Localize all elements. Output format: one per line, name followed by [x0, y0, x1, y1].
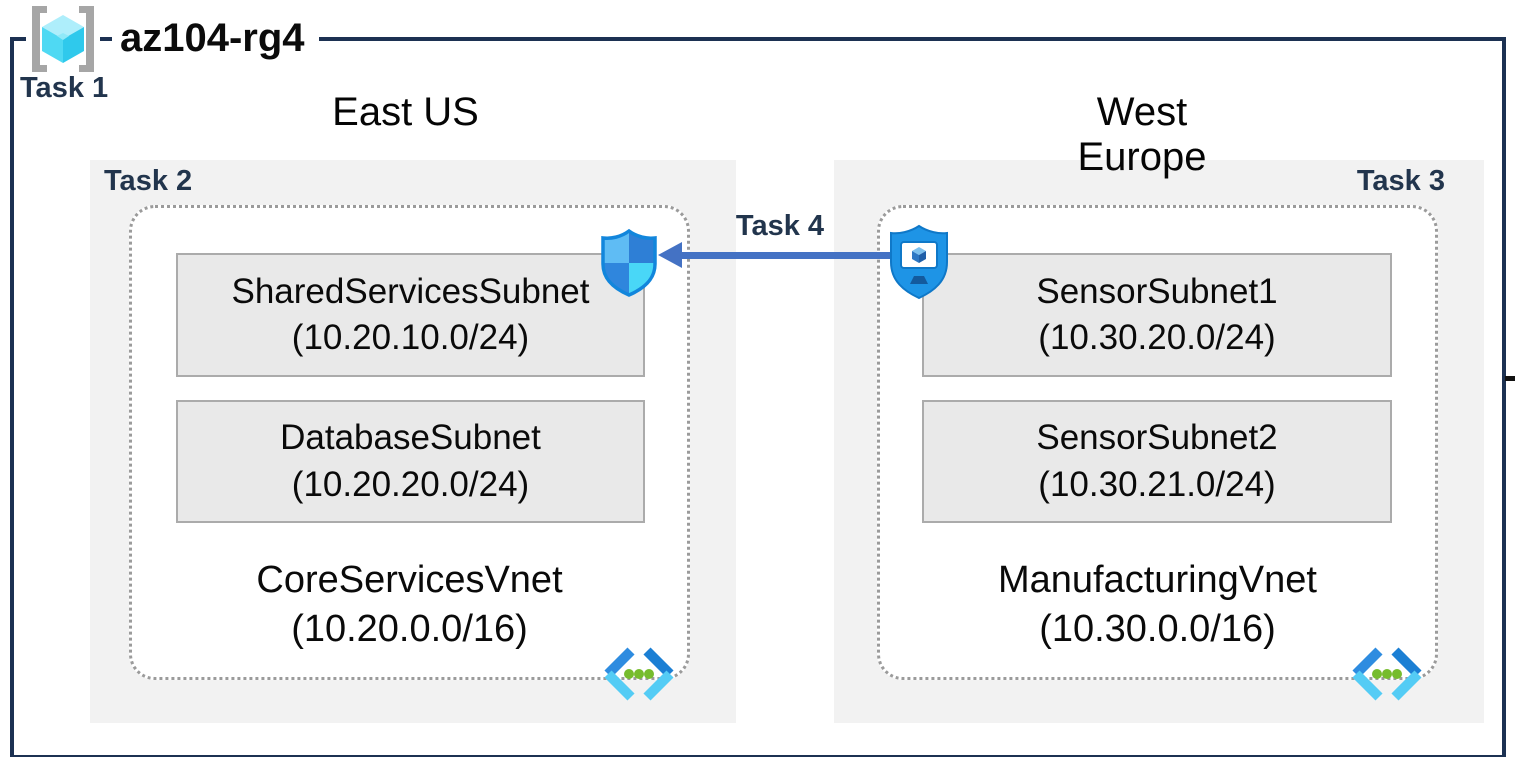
task1-label: Task 1: [20, 72, 109, 104]
subnet-cidr: (10.30.20.0/24): [1038, 318, 1276, 357]
asg-shield-monitor-icon: [888, 224, 950, 313]
subnet-cidr: (10.20.20.0/24): [291, 464, 530, 504]
task2-label: Task 2: [104, 165, 193, 197]
nsg-shield-icon: [600, 228, 658, 303]
vnet-brackets-icon: [601, 644, 677, 711]
region-title-west-europe: West Europe: [1077, 90, 1207, 179]
edge-dash-mark: [1505, 376, 1515, 381]
vnet-name: ManufacturingVnet: [998, 559, 1317, 601]
subnet-name: DatabaseSubnet: [280, 418, 541, 458]
vnet-label-manufacturing: ManufacturingVnet (10.30.0.0/16): [877, 556, 1438, 653]
subnet-sensor1: SensorSubnet1 (10.30.20.0/24): [922, 253, 1392, 377]
resource-group-icon-svg: [32, 6, 94, 72]
resource-group-title: az104-rg4: [112, 16, 319, 64]
subnet-name: SensorSubnet2: [1036, 418, 1278, 458]
subnet-name: SharedServicesSubnet: [231, 271, 590, 311]
vnet-brackets-icon: [1349, 644, 1425, 711]
vnet-name: CoreServicesVnet: [256, 559, 563, 601]
subnet-name: SensorSubnet1: [1036, 271, 1278, 311]
subnet-cidr: (10.30.21.0/24): [1038, 464, 1276, 504]
region-title-east-us: East US: [332, 90, 479, 134]
vnet-cidr: (10.30.0.0/16): [1039, 607, 1276, 650]
task4-label: Task 4: [735, 210, 825, 242]
subnet-database: DatabaseSubnet (10.20.20.0/24): [176, 400, 645, 523]
peering-arrow-head: [658, 242, 682, 268]
task3-label: Task 3: [1356, 165, 1445, 197]
vnet-cidr: (10.20.0.0/16): [291, 607, 528, 650]
peering-arrow-line: [680, 252, 890, 259]
subnet-sharedservices: SharedServicesSubnet (10.20.10.0/24): [176, 253, 645, 377]
vnet-label-coreservices: CoreServicesVnet (10.20.0.0/16): [129, 556, 690, 653]
subnet-cidr: (10.20.10.0/24): [291, 318, 530, 357]
resource-group-icon: [26, 5, 100, 73]
subnet-sensor2: SensorSubnet2 (10.30.21.0/24): [922, 400, 1392, 523]
